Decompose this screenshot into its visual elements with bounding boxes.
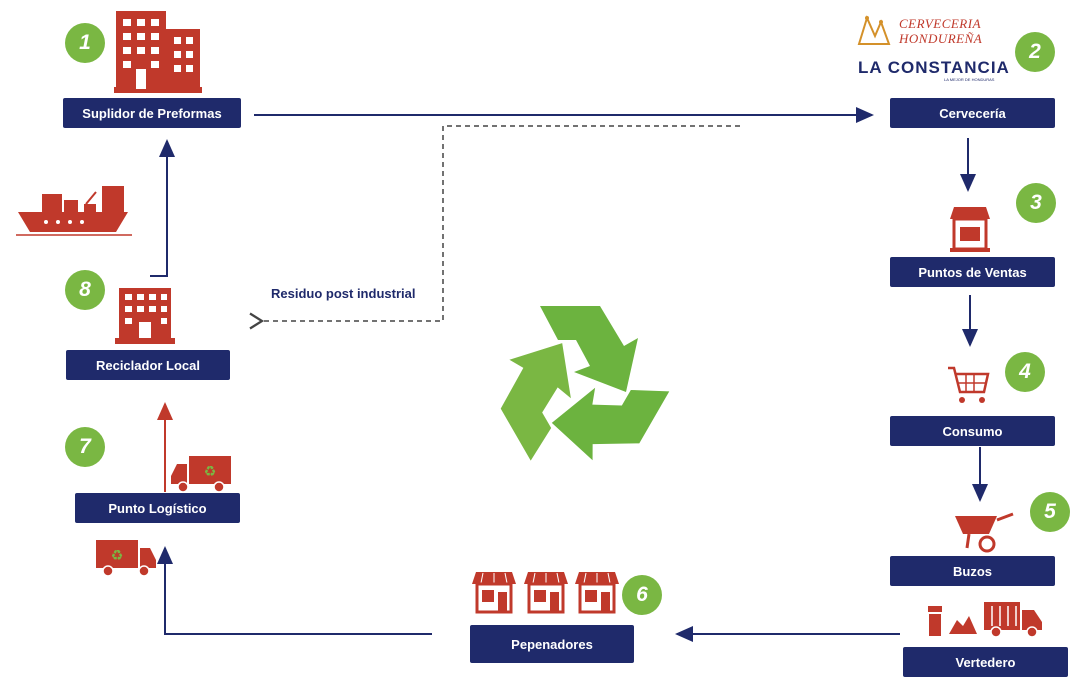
- garbage-truck-icon: [984, 602, 1042, 638]
- cerveceria-hondurena-logo: CERVECERIA HONDUREÑA: [855, 12, 1005, 52]
- node-buzos: Buzos: [890, 556, 1055, 586]
- step-badge-8: 8: [65, 270, 105, 310]
- step-badge-7: 7: [65, 427, 105, 467]
- svg-text:♻: ♻: [111, 548, 124, 564]
- svg-text:♻: ♻: [204, 464, 217, 480]
- node-vertedero: Vertedero: [903, 647, 1068, 677]
- node-puntos-de-ventas: Puntos de Ventas: [890, 257, 1055, 287]
- brand-line-1: CERVECERIA: [899, 16, 982, 31]
- node-reciclador-local: Reciclador Local: [66, 350, 230, 380]
- store-icon-3: [575, 572, 619, 614]
- step-badge-2: 2: [1015, 32, 1055, 72]
- recycling-truck-icon: ♻: [171, 456, 231, 493]
- brand-line-3: LA CONSTANCIA: [858, 58, 1010, 77]
- store-icon-1: [472, 572, 516, 614]
- arrow-pepenadores-to-punto-logistico: [157, 546, 432, 635]
- node-cerveceria: Cervecería: [890, 98, 1055, 128]
- trash-bin-icon: [928, 606, 942, 636]
- step-badge-5: 5: [1030, 492, 1070, 532]
- node-suplidor-de-preformas: Suplidor de Preformas: [63, 98, 241, 128]
- step-badge-4: 4: [1005, 352, 1045, 392]
- recycle-symbol-icon: [500, 306, 670, 461]
- recycling-truck-icon-2: ♻: [96, 540, 156, 577]
- cargo-ship-icon: [16, 186, 132, 236]
- node-consumo: Consumo: [890, 416, 1055, 446]
- brand-line-4: LA MEJOR DE HONDURAS: [944, 77, 995, 82]
- brand-line-2: HONDUREÑA: [899, 31, 983, 46]
- step-badge-1: 1: [65, 23, 105, 63]
- recycler-building-icon: [115, 288, 175, 344]
- garbage-pile-icon: [949, 616, 977, 634]
- store-icon-2: [524, 572, 568, 614]
- node-punto-logistico: Punto Logístico: [75, 493, 240, 523]
- wheelbarrow-icon: [955, 512, 1014, 553]
- arrow-reciclador-to-suplidor: [150, 139, 175, 277]
- node-pepenadores: Pepenadores: [470, 625, 634, 663]
- arrow-residuo-post-industrial: [249, 125, 740, 330]
- la-constancia-logo: LA CONSTANCIA LA MEJOR DE HONDURAS: [858, 58, 1010, 88]
- store-icon: [950, 207, 990, 252]
- edge-label-residuo-post-industrial: Residuo post industrial: [271, 286, 416, 301]
- shopping-cart-icon: [948, 366, 990, 403]
- step-badge-3: 3: [1016, 183, 1056, 223]
- crown-logo-icon: [857, 15, 891, 45]
- building-icon: [114, 11, 202, 93]
- step-badge-6: 6: [622, 575, 662, 615]
